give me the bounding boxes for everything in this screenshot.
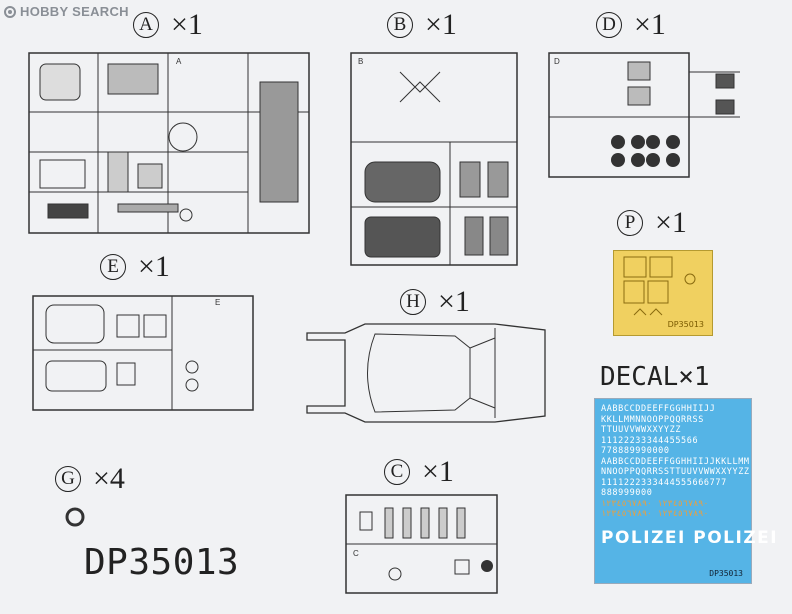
car-body-h <box>306 323 546 423</box>
label-part-g: G ×4 <box>55 462 125 496</box>
part-qty-h: ×1 <box>438 285 470 318</box>
decal-row-6: AABBCCDDEEFFGGHHIIJJKKLLMM <box>601 456 750 467</box>
part-letter-p: P <box>617 210 643 236</box>
label-part-c: C ×1 <box>384 455 454 489</box>
part-qty-a: ×1 <box>171 8 203 41</box>
sprue-b: B <box>350 52 518 266</box>
photo-etch-sheet: DP35013 <box>613 250 713 336</box>
part-qty-g: ×4 <box>93 462 125 495</box>
part-qty-b: ×1 <box>425 8 457 41</box>
decal-row-5: 778889990000 <box>601 446 670 456</box>
decal-row-4: 11122233344455566 <box>601 435 699 446</box>
decal-row-8: 1111222333444555666777 <box>601 477 727 488</box>
ring-part-g <box>65 507 85 527</box>
part-letter-c: C <box>384 459 410 485</box>
decal-row-9: 888999000 <box>601 488 653 498</box>
decal-row-1: AABBCCDDEEFFGGHHIIJJ <box>601 404 716 414</box>
decal-title: DECAL×1 <box>600 362 710 392</box>
logo-text: HOBBY SEARCH <box>20 4 129 19</box>
label-part-p: P ×1 <box>617 206 687 240</box>
sprue-d-letter: D <box>554 57 560 66</box>
label-part-e: E ×1 <box>100 250 170 284</box>
decal-orange-row-2: ١٢٣٤٥٦٧٨٩٠ ١٢٣٤٥٦٧٨٩٠ <box>601 509 709 519</box>
sprue-c: C <box>345 494 498 594</box>
decal-row-7: NNOOPPQQRRSSTTUUVVWWXXYYZZ <box>601 467 750 477</box>
decal-row-2: KKLLMMNNOOPPQQRRSS <box>601 414 704 425</box>
decal-polizei-text: POLIZEI POLIZEI <box>601 527 779 548</box>
part-letter-a: A <box>133 12 159 38</box>
sprue-d: D <box>548 52 740 178</box>
sprue-a-letter: A <box>176 57 182 66</box>
part-letter-h: H <box>400 289 426 315</box>
sprue-a: A <box>28 52 310 234</box>
label-part-h: H ×1 <box>400 285 470 319</box>
sprue-c-letter: C <box>353 549 359 558</box>
part-qty-e: ×1 <box>138 250 170 283</box>
label-part-a: A ×1 <box>133 8 203 42</box>
part-qty-p: ×1 <box>655 206 687 239</box>
decal-sheet-code: DP35013 <box>709 569 743 578</box>
part-letter-e: E <box>100 254 126 280</box>
decal-row-3: TTUUVVWWXXYYZZ <box>601 425 682 435</box>
part-qty-d: ×1 <box>634 8 666 41</box>
photo-etch-code: DP35013 <box>667 320 704 329</box>
decal-orange-row-1: ١٢٣٤٥٦٧٨٩٠ ١٢٣٤٥٦٧٨٩٠ <box>601 498 709 509</box>
sprue-e-letter: E <box>215 298 220 307</box>
label-part-b: B ×1 <box>387 8 457 42</box>
part-letter-b: B <box>387 12 413 38</box>
label-part-d: D ×1 <box>596 8 666 42</box>
site-logo: HOBBY SEARCH <box>4 4 129 19</box>
part-letter-d: D <box>596 12 622 38</box>
decal-sheet: AABBCCDDEEFFGGHHIIJJ KKLLMMNNOOPPQQRRSS … <box>594 398 779 584</box>
part-qty-c: ×1 <box>422 455 454 488</box>
sprue-b-letter: B <box>358 57 363 66</box>
sprue-e: E <box>32 295 254 411</box>
photo-etch-parts <box>623 256 696 316</box>
logo-icon <box>4 5 16 18</box>
part-letter-g: G <box>55 466 81 492</box>
product-code: DP35013 <box>84 542 240 583</box>
